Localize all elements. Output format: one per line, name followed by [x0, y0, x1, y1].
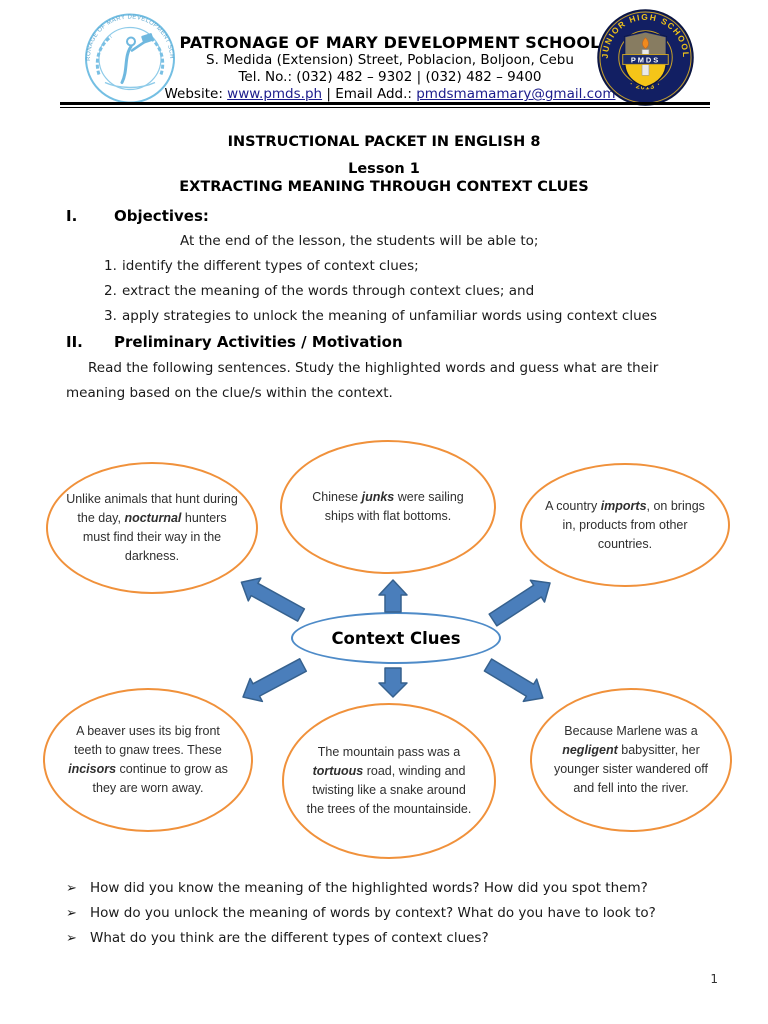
- school-address: S. Medida (Extension) Street, Poblacion,…: [206, 52, 574, 68]
- website-link[interactable]: www.pmds.ph: [227, 86, 323, 102]
- objectives-heading: I. Objectives:: [66, 203, 716, 229]
- bubble-negligent: Because Marlene was a negligent babysitt…: [530, 688, 732, 832]
- title-block: INSTRUCTIONAL PACKET IN ENGLISH 8 Lesson…: [0, 133, 768, 196]
- keyword-negligent: negligent: [562, 743, 618, 757]
- school-name: PATRONAGE OF MARY DEVELOPMENT SCHOOL: [179, 33, 601, 52]
- objective-item: 1. identify the different types of conte…: [66, 254, 716, 279]
- email-label: | Email Add.:: [322, 86, 417, 102]
- page-number: 1: [710, 972, 718, 986]
- arrow-bullet-icon: ➢: [66, 906, 77, 921]
- keyword-imports: imports: [600, 498, 647, 513]
- website-label: Website:: [164, 86, 228, 102]
- pmds-seal-logo: PATRONAGE OF MARY DEVELOPMENT SCHOOL: [75, 12, 175, 104]
- activities-numeral: II.: [66, 333, 83, 351]
- center-node-label: Context Clues: [331, 628, 461, 648]
- bubble-tortuous: The mountain pass was a tortuous road, w…: [282, 703, 496, 859]
- header-divider: [60, 102, 710, 108]
- question-text: How do you unlock the meaning of words b…: [90, 905, 656, 921]
- objectives-numeral: I.: [66, 207, 78, 225]
- discussion-questions: ➢ How did you know the meaning of the hi…: [66, 876, 710, 951]
- objectives-heading-label: Objectives:: [114, 207, 209, 225]
- arrow-bullet-icon: ➢: [66, 931, 77, 946]
- objective-number: 1.: [104, 258, 117, 274]
- body-content: I. Objectives: At the end of the lesson,…: [66, 203, 716, 406]
- center-node: Context Clues: [291, 612, 501, 664]
- keyword-tortuous: tortuous: [312, 764, 364, 778]
- keyword-junks: junks: [361, 490, 395, 504]
- bubble-incisors: A beaver uses its big front teeth to gna…: [43, 688, 253, 832]
- arrow-down-left-icon: [242, 658, 308, 703]
- bubble-nocturnal: Unlike animals that hunt during the day,…: [46, 462, 258, 594]
- question-text: What do you think are the different type…: [90, 930, 489, 946]
- objective-number: 3.: [104, 308, 117, 324]
- email-link[interactable]: pmdsmamamary@gmail.com: [416, 86, 616, 102]
- packet-title: INSTRUCTIONAL PACKET IN ENGLISH 8: [227, 134, 541, 150]
- arrow-down-right-icon: [483, 658, 544, 703]
- arrow-up-icon: [378, 579, 408, 613]
- question-item: ➢ What do you think are the different ty…: [66, 926, 710, 951]
- arrow-up-right-icon: [488, 579, 551, 627]
- arrow-up-left-icon: [240, 577, 306, 622]
- activities-paragraph: Read the following sentences. Study the …: [66, 360, 659, 401]
- header-text: PATRONAGE OF MARY DEVELOPMENT SCHOOL S. …: [92, 33, 688, 103]
- question-item: ➢ How do you unlock the meaning of words…: [66, 901, 710, 926]
- context-clues-diagram: Unlike animals that hunt during the day,…: [0, 440, 768, 870]
- arrow-bullet-icon: ➢: [66, 881, 77, 896]
- activities-heading: II. Preliminary Activities / Motivation: [66, 329, 716, 355]
- question-item: ➢ How did you know the meaning of the hi…: [66, 876, 710, 901]
- lesson-number: Lesson 1: [348, 161, 420, 177]
- jhs-banner-text: PMDS: [631, 55, 660, 64]
- question-text: How did you know the meaning of the high…: [90, 880, 648, 896]
- header-links-line: Website: www.pmds.ph | Email Add.: pmdsm…: [92, 86, 688, 103]
- keyword-incisors: incisors: [68, 762, 117, 776]
- objectives-intro: At the end of the lesson, the students w…: [180, 233, 539, 249]
- lesson-title: EXTRACTING MEANING THROUGH CONTEXT CLUES: [179, 179, 589, 195]
- objective-text: identify the different types of context …: [122, 258, 419, 274]
- bubble-imports: A country imports, on brings in, product…: [520, 463, 730, 587]
- bubble-junks: Chinese junks were sailing ships with fl…: [280, 440, 496, 574]
- objective-item: 3. apply strategies to unlock the meanin…: [66, 304, 716, 329]
- activities-heading-label: Preliminary Activities / Motivation: [114, 333, 403, 351]
- objective-text: extract the meaning of the words through…: [122, 283, 535, 299]
- school-phone: Tel. No.: (032) 482 – 9302 | (032) 482 –…: [238, 69, 542, 85]
- junior-high-school-logo: JUNIOR HIGH SCHOOL · 2013 · PMDS: [597, 9, 694, 106]
- keyword-nocturnal: nocturnal: [124, 511, 182, 525]
- objective-number: 2.: [104, 283, 117, 299]
- objective-item: 2. extract the meaning of the words thro…: [66, 279, 716, 304]
- arrow-down-icon: [378, 667, 408, 698]
- objective-text: apply strategies to unlock the meaning o…: [122, 308, 658, 324]
